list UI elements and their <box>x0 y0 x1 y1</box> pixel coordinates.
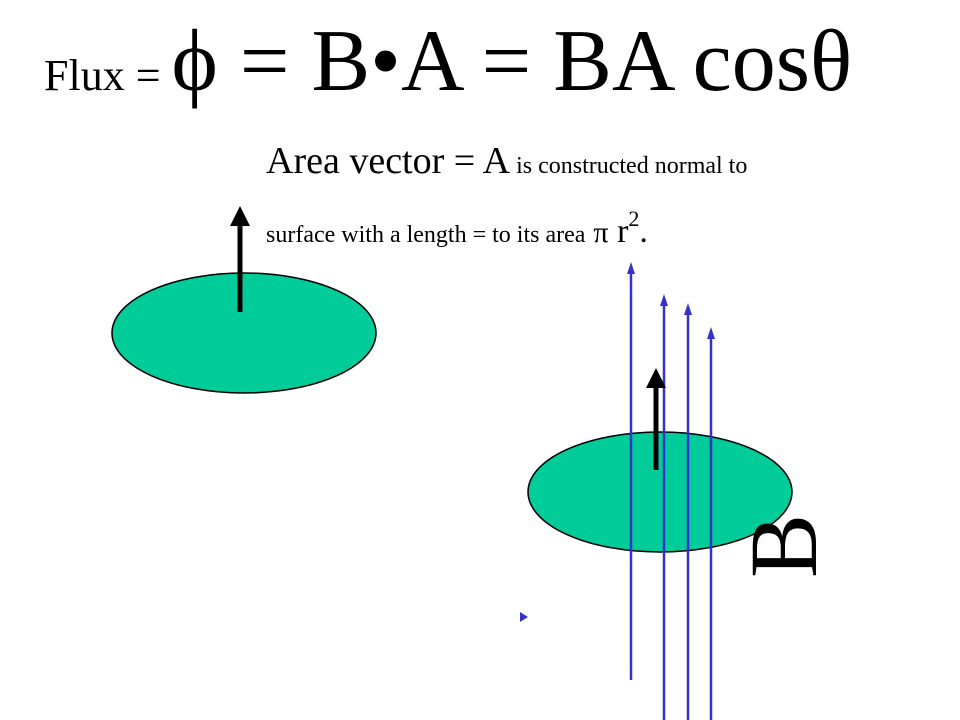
caption-line-1: Area vector = A is constructed normal to <box>266 142 747 180</box>
radius-symbol: r <box>608 213 629 250</box>
left-area-vector-arrowhead <box>230 206 250 226</box>
caption-line-2: surface with a length = to its area π r2… <box>266 208 648 249</box>
caption-period: . <box>639 213 648 250</box>
right-surface-disk <box>527 431 793 553</box>
field-line-1-arrowhead <box>627 262 635 274</box>
right-area-vector-arrowhead <box>646 368 666 388</box>
small-arrow-marker <box>520 612 528 622</box>
caption-line-2-small: surface with a length = to its area <box>266 222 586 248</box>
field-line-2-arrowhead <box>660 294 668 306</box>
flux-formula-title: Flux = ϕ = B•A = BA cosθ <box>44 18 852 118</box>
radius-exponent: 2 <box>628 206 640 231</box>
pi-symbol: π <box>593 216 609 249</box>
field-line-4-arrowhead <box>707 327 715 339</box>
flux-prefix: Flux = <box>44 51 172 100</box>
caption-line-1-large: Area vector = A <box>266 140 511 182</box>
field-line-3-arrowhead <box>684 303 692 315</box>
magnetic-field-lines <box>627 262 715 720</box>
left-surface-disk <box>111 272 377 394</box>
flux-formula: ϕ = B•A = BA cosθ <box>171 13 853 110</box>
magnetic-field-label: B <box>730 513 837 579</box>
caption-line-1-small: is constructed normal to <box>510 153 748 179</box>
